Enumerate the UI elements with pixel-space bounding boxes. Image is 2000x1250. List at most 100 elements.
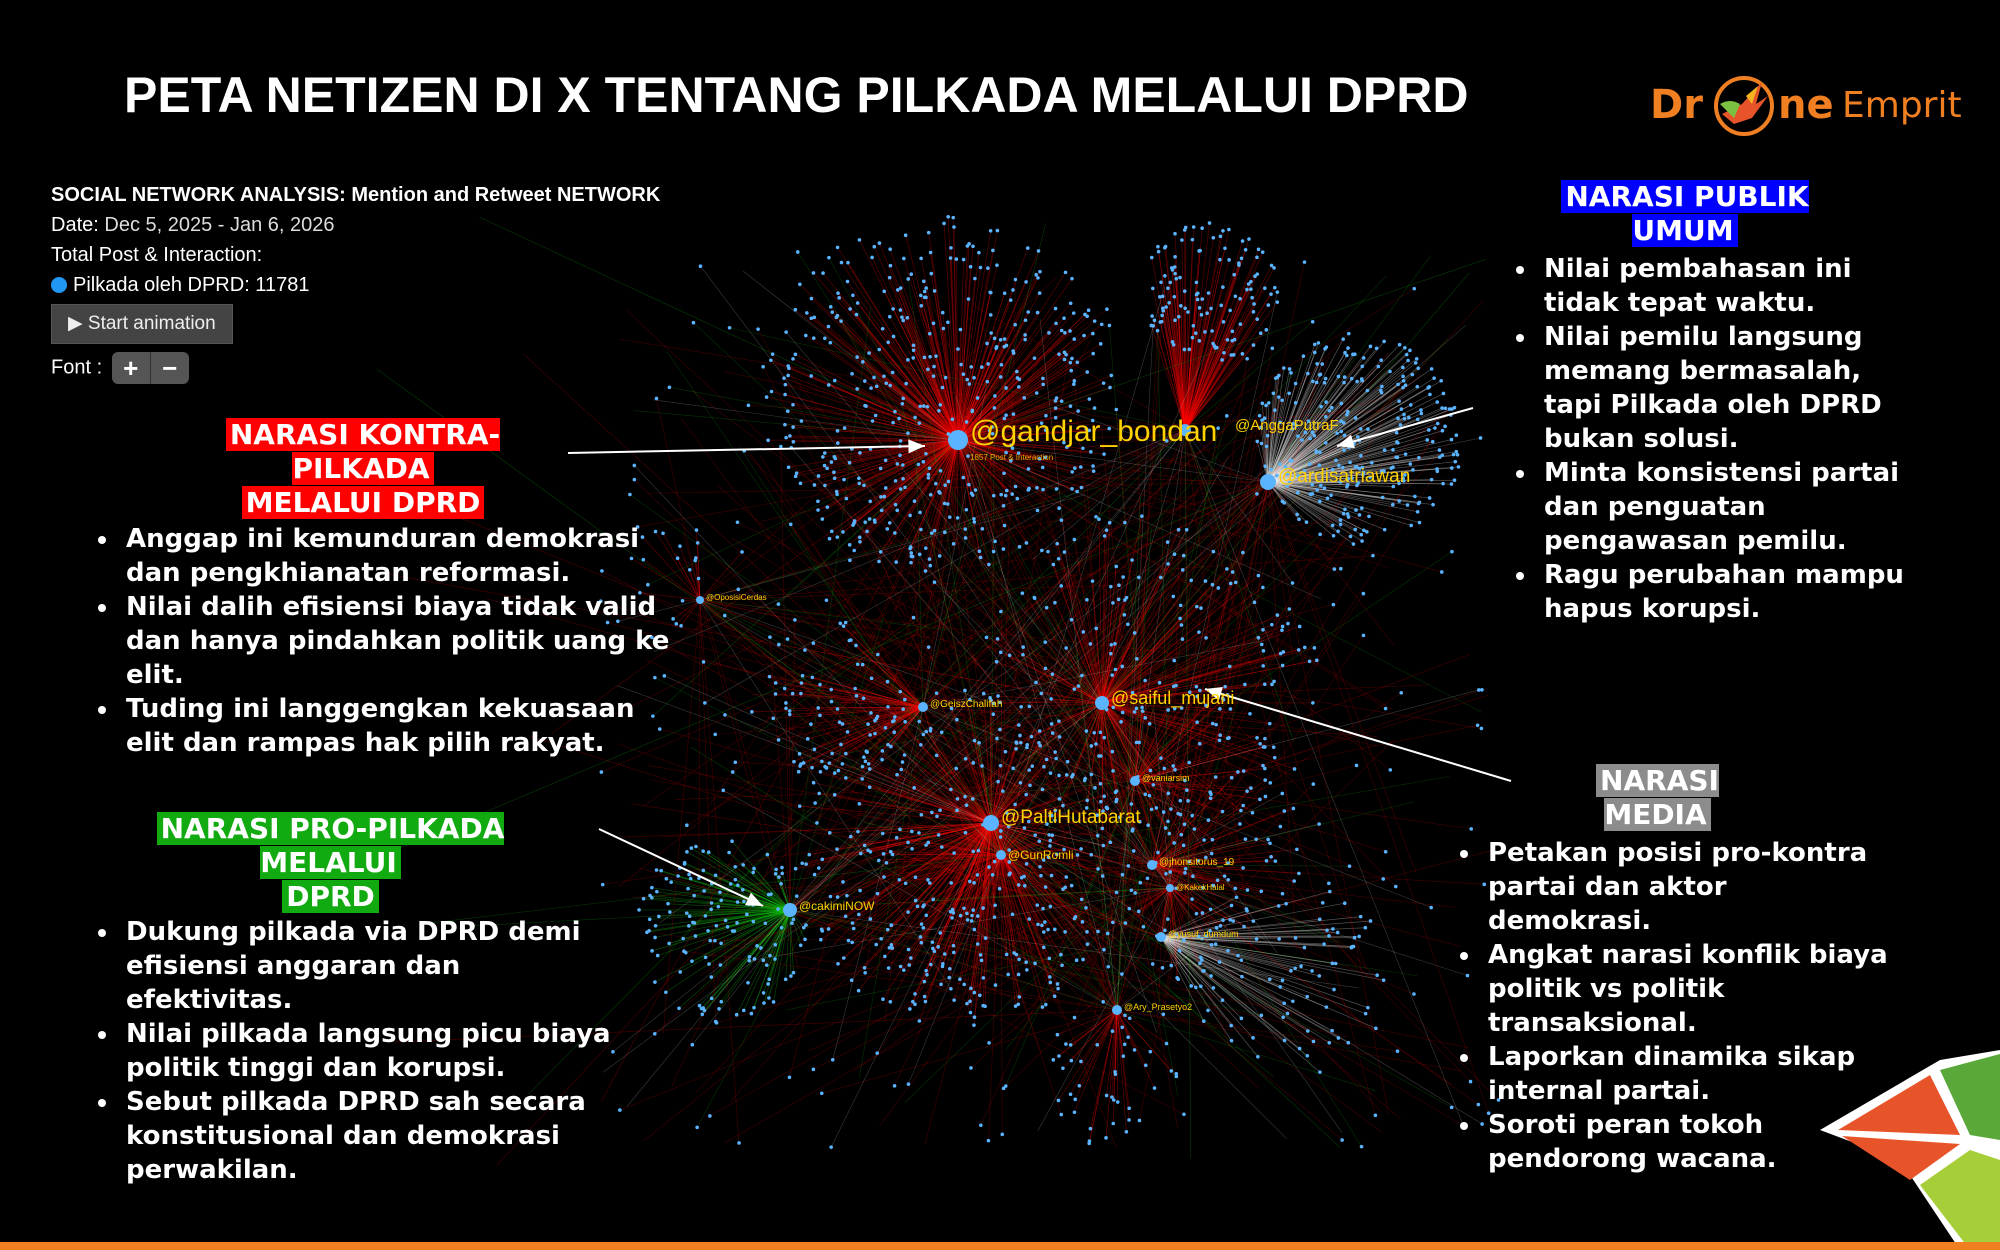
leaf-node [858, 888, 862, 893]
leaf-node [926, 645, 931, 649]
network-edge [1087, 699, 1136, 782]
network-edge [929, 822, 992, 884]
network-edge [1101, 602, 1114, 704]
network-edge [911, 429, 1186, 550]
start-animation-button[interactable]: ▶ Start animation [51, 304, 233, 344]
network-edge [1162, 308, 1186, 431]
network-edge [1076, 780, 1136, 922]
page-title: PETA NETIZEN DI X TENTANG PILKADA MELALU… [124, 67, 1469, 123]
network-edge [858, 439, 959, 479]
network-edge [1101, 624, 1272, 704]
hub-node[interactable] [948, 430, 968, 450]
hub-node[interactable] [1179, 424, 1191, 436]
network-edge [933, 376, 959, 441]
hub-node[interactable] [918, 702, 928, 712]
network-edge [1101, 653, 1112, 704]
leaf-node [981, 906, 985, 910]
leaf-node [832, 771, 837, 775]
leaf-node [1252, 302, 1256, 306]
network-edge [925, 822, 992, 916]
leaf-node [632, 477, 637, 482]
leaf-node [1286, 621, 1290, 626]
leaf-node [1451, 452, 1456, 457]
leaf-node [1172, 294, 1177, 299]
leaf-node [1299, 964, 1303, 968]
leaf-node [1111, 601, 1115, 605]
leaf-node [1259, 441, 1264, 446]
network-edge [883, 853, 1002, 856]
leaf-node [1195, 297, 1200, 302]
leaf-node [1261, 649, 1266, 653]
network-edge [859, 439, 959, 484]
leaf-node [1245, 909, 1249, 913]
network-edge [530, 736, 1162, 938]
network-edge [867, 723, 992, 824]
network-edge [870, 387, 959, 441]
hub-node[interactable] [1260, 474, 1276, 490]
leaf-node [835, 847, 839, 851]
network-edge [1184, 257, 1258, 431]
hub-node[interactable] [783, 903, 797, 917]
network-edge [1160, 936, 1223, 1001]
hub-node[interactable] [1166, 884, 1174, 892]
network-edge [957, 250, 994, 441]
network-edge [957, 439, 1396, 887]
hub-node[interactable] [1156, 932, 1166, 942]
network-edge [1116, 1009, 1462, 1072]
leaf-node [1306, 419, 1311, 423]
network-edge [957, 303, 1071, 441]
leaf-node [837, 296, 841, 300]
leaf-node [1162, 766, 1167, 771]
network-edge [1101, 702, 1295, 770]
network-edge [871, 257, 959, 441]
leaf-node [1015, 496, 1020, 501]
leaf-node [868, 917, 873, 921]
leaf-node [776, 907, 780, 911]
network-edge [990, 748, 1017, 824]
leaf-node [1056, 556, 1061, 561]
leaf-node [708, 938, 712, 943]
network-edge [1160, 936, 1368, 1008]
network-edge [957, 439, 1075, 469]
hub-node[interactable] [1112, 1005, 1122, 1015]
hub-node[interactable] [996, 850, 1006, 860]
network-edge [860, 822, 992, 854]
network-edge [1160, 936, 1336, 964]
network-edge [708, 909, 791, 965]
leaf-node [1186, 799, 1190, 803]
font-decrease-button[interactable]: − [149, 352, 189, 384]
network-edge [692, 909, 791, 923]
hub-node[interactable] [983, 815, 999, 831]
leaf-node [892, 718, 896, 723]
hub-node[interactable] [696, 596, 704, 604]
leaf-node [929, 962, 933, 967]
network-edge [1101, 702, 1253, 814]
network-edge [990, 723, 1052, 824]
leaf-node [972, 1023, 976, 1027]
hub-node[interactable] [1147, 860, 1157, 870]
leaf-node [1036, 276, 1040, 280]
media-bullet: Petakan posisi pro-kontra partai dan akt… [1482, 836, 1892, 938]
hub-node[interactable] [1130, 776, 1140, 786]
network-edge [872, 420, 959, 441]
network-edge [703, 661, 924, 708]
leaf-node [1204, 636, 1208, 640]
leaf-node [963, 794, 967, 799]
leaf-node [735, 520, 740, 525]
leaf-node [998, 763, 1003, 768]
font-increase-button[interactable]: + [123, 353, 139, 383]
network-edge [1152, 887, 1171, 965]
network-edge [1071, 1009, 1118, 1061]
network-edge [830, 822, 992, 897]
leaf-node [1057, 797, 1062, 801]
hub-node[interactable] [1095, 696, 1109, 710]
leaf-node [1034, 680, 1038, 685]
network-edge [1000, 854, 1039, 925]
legend-item[interactable]: Pilkada oleh DPRD: 11781 [51, 270, 660, 300]
leaf-node [1199, 606, 1203, 610]
leaf-node [919, 922, 924, 926]
leaf-node [917, 552, 922, 557]
network-edge [957, 439, 1004, 550]
leaf-node [815, 821, 819, 825]
